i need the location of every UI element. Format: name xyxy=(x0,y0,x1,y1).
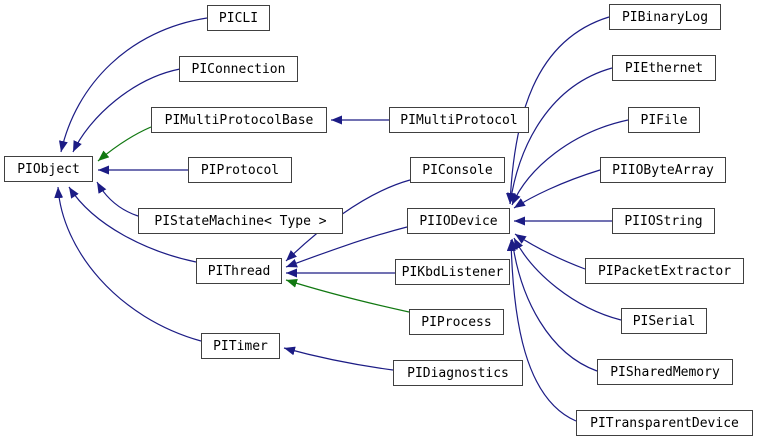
node-pipacketextractor[interactable]: PIPacketExtractor xyxy=(585,258,744,284)
edge-piethernet-to-piiodevice xyxy=(507,67,613,205)
node-picli[interactable]: PICLI xyxy=(207,5,270,31)
edge-piconnection-to-piobject xyxy=(72,68,181,153)
edge-pithread-to-piobject xyxy=(68,186,197,263)
node-piconsole[interactable]: PIConsole xyxy=(410,157,505,183)
node-pikbdlistener[interactable]: PIKbdListener xyxy=(395,259,510,285)
edge-pistatemachine-to-piobject xyxy=(96,181,139,217)
edge-pimultiprotocolbase-to-piobject xyxy=(97,126,152,162)
node-piprocess[interactable]: PIProcess xyxy=(409,309,504,335)
edge-piserial-to-piiodevice xyxy=(513,237,622,321)
node-piserial[interactable]: PISerial xyxy=(621,308,707,334)
edge-pisharedmemory-to-piiodevice xyxy=(508,238,598,372)
edge-piprocess-to-pithread xyxy=(285,279,410,313)
node-piiostring[interactable]: PIIOString xyxy=(612,208,715,234)
node-pifile[interactable]: PIFile xyxy=(628,107,700,133)
node-piiobytearray[interactable]: PIIOByteArray xyxy=(600,157,726,183)
node-pitimer[interactable]: PITimer xyxy=(201,333,280,359)
edge-pitimer-to-piobject xyxy=(54,186,202,342)
node-pistatemachine[interactable]: PIStateMachine< Type > xyxy=(138,208,343,234)
edge-pidiagnostics-to-pitimer xyxy=(283,346,394,371)
node-pitransparentdevice[interactable]: PITransparentDevice xyxy=(576,410,753,436)
edge-picli-to-piobject xyxy=(58,17,208,153)
node-pimultiprotocolbase[interactable]: PIMultiProtocolBase xyxy=(151,107,327,133)
node-pidiagnostics[interactable]: PIDiagnostics xyxy=(393,360,523,386)
node-pithread[interactable]: PIThread xyxy=(196,258,282,284)
edge-pifile-to-piiodevice xyxy=(511,119,629,206)
edge-pipacketextractor-to-piiodevice xyxy=(514,233,586,270)
node-piiodevice[interactable]: PIIODevice xyxy=(407,208,510,234)
edge-piiodevice-to-pithread xyxy=(285,226,408,268)
node-piconnection[interactable]: PIConnection xyxy=(179,56,298,82)
node-piprotocol[interactable]: PIProtocol xyxy=(188,157,292,183)
node-piethernet[interactable]: PIEthernet xyxy=(612,55,716,81)
node-pimultiprotocol[interactable]: PIMultiProtocol xyxy=(389,107,529,133)
node-piobject[interactable]: PIObject xyxy=(4,156,93,182)
edge-piiobytearray-to-piiodevice xyxy=(513,169,601,209)
edge-pibinarylog-to-piiodevice xyxy=(506,16,610,205)
edge-pitransparentdevice-to-piiodevice xyxy=(506,239,577,422)
node-pisharedmemory[interactable]: PISharedMemory xyxy=(597,359,733,385)
node-pibinarylog[interactable]: PIBinaryLog xyxy=(609,4,721,30)
